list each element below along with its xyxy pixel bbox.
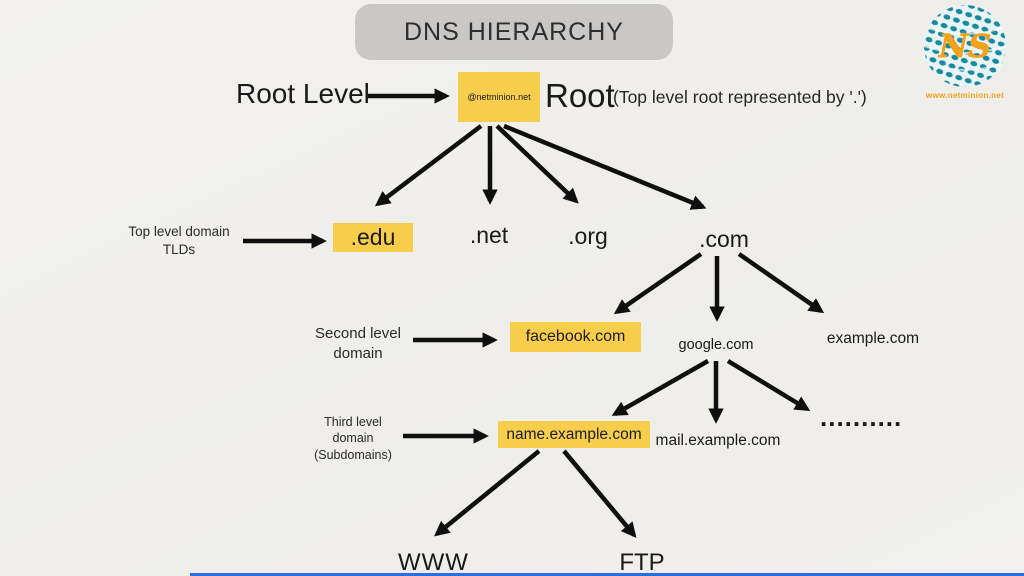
arrow-name-to-www [434, 449, 541, 537]
tld-side-label-line2: TLDs [162, 241, 196, 257]
second-level-side-label-line1: Second level [315, 325, 401, 342]
arrow-root-to-com [503, 123, 707, 210]
logo-monogram: NS [938, 27, 991, 65]
node-example-com: example.com [826, 330, 920, 347]
tld-side-label: Top level domain TLDs [118, 223, 240, 258]
root-note-label: (Top level root represented by '.') [613, 87, 867, 107]
node-mail-example-com: mail.example.com [655, 432, 781, 449]
arrow-root-to-org [495, 124, 579, 204]
arrow-google-to-name [611, 359, 710, 416]
node-www: WWW [398, 549, 469, 576]
arrow-google-to-others [726, 359, 811, 411]
node-edu: .edu [333, 223, 413, 252]
third-level-side-label-line2: domain [332, 431, 374, 446]
third-level-side-label-line3: (Subdomains) [314, 447, 392, 462]
diagram-title: DNS HIERARCHY [355, 4, 673, 60]
netminion-logo: NS www.netminion.net [915, 2, 1015, 100]
node-com: .com [699, 226, 749, 252]
third-level-side-label: Third level domain (Subdomains) [295, 414, 411, 463]
node-net: .net [469, 222, 509, 248]
node-other-subdomains-dots: .......... [820, 402, 903, 432]
bottom-accent-bar [190, 573, 1024, 576]
node-facebook-com: facebook.com [510, 322, 641, 352]
root-node-box: @netminion.net [458, 72, 540, 122]
arrow-name-to-ftp [562, 449, 637, 538]
root-name-label: Root [545, 77, 615, 114]
third-level-side-label-line1: Third level [324, 415, 382, 429]
globe-icon: NS [924, 5, 1006, 87]
logo-site-text: www.netminion.net [925, 91, 1005, 100]
arrow-com-to-facebook [613, 252, 703, 315]
second-level-side-label: Second level domain [300, 324, 416, 363]
node-name-example-com: name.example.com [498, 421, 650, 448]
node-org: .org [568, 223, 608, 249]
node-google-com: google.com [678, 337, 754, 353]
arrow-com-to-example [737, 252, 825, 314]
node-ftp: FTP [619, 549, 665, 576]
tld-side-label-line1: Top level domain [128, 224, 230, 239]
root-level-label: Root Level [236, 78, 370, 109]
arrow-root-to-edu [374, 124, 483, 207]
second-level-side-label-line2: domain [333, 344, 383, 362]
